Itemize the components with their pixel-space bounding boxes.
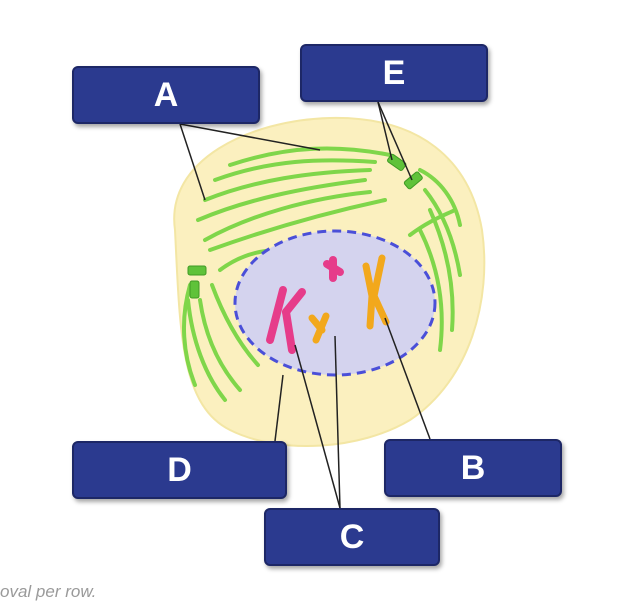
label-box-c[interactable]: C bbox=[264, 508, 440, 566]
label-e-text: E bbox=[382, 53, 406, 92]
label-box-d[interactable]: D bbox=[72, 441, 287, 499]
label-box-b[interactable]: B bbox=[384, 439, 562, 497]
chromosomes-pink bbox=[266, 256, 344, 354]
chromosomes-orange bbox=[308, 254, 390, 344]
label-box-a[interactable]: A bbox=[72, 66, 260, 124]
label-b-text: B bbox=[460, 448, 486, 487]
label-c-text: C bbox=[339, 517, 365, 556]
label-d-text: D bbox=[167, 450, 192, 489]
footer-instruction-text: oval per row. bbox=[0, 582, 97, 601]
label-a-text: A bbox=[153, 75, 179, 114]
leader-lines bbox=[179, 101, 431, 509]
nucleus bbox=[233, 229, 437, 377]
label-box-e[interactable]: E bbox=[300, 44, 488, 102]
